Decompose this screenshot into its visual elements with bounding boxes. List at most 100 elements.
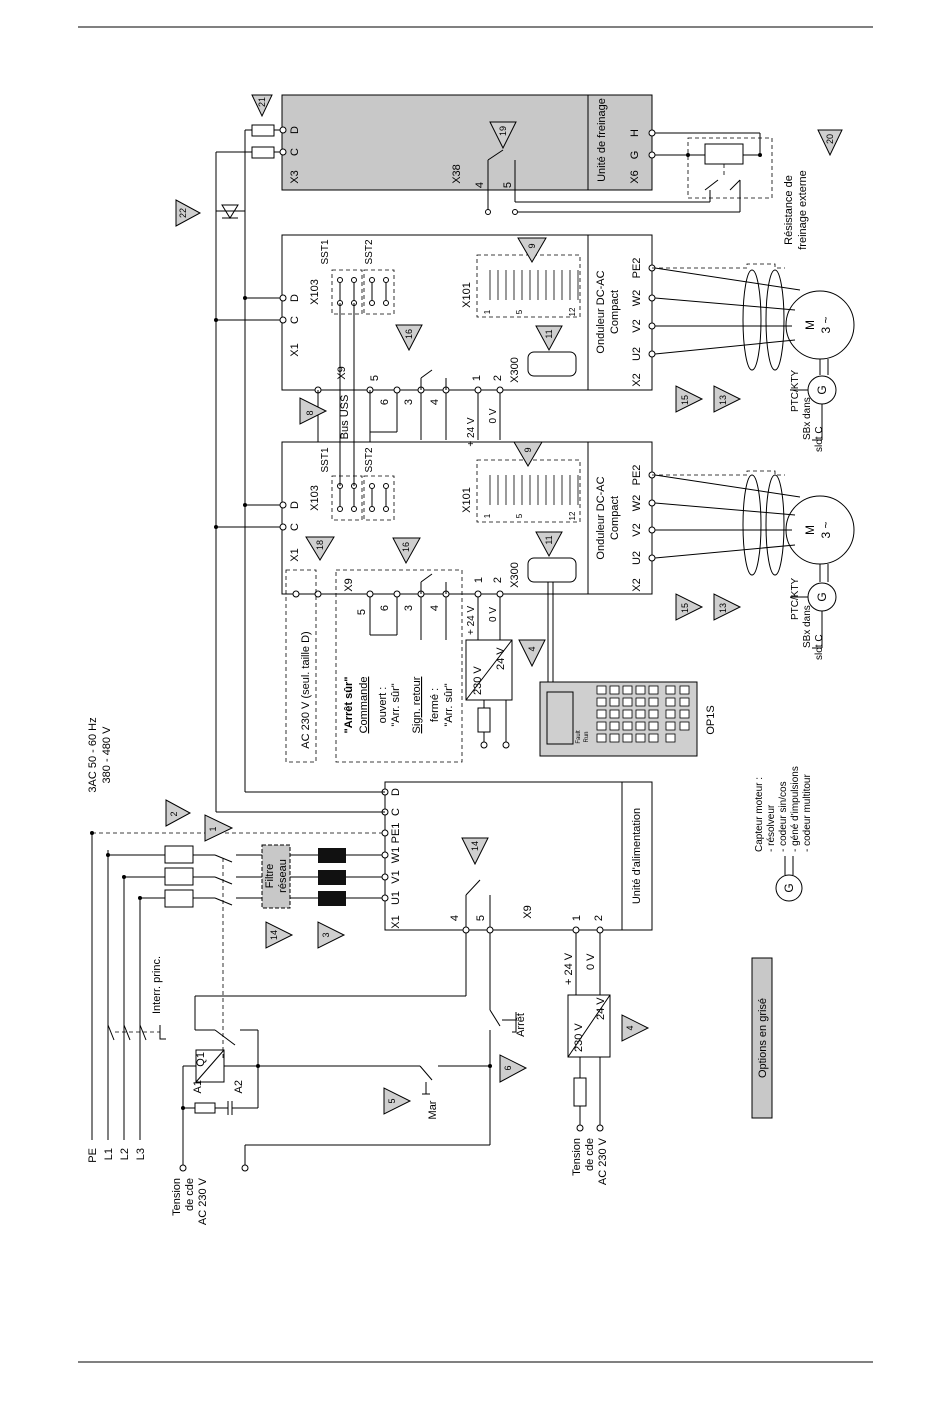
supply-x9-5: 5	[475, 915, 487, 921]
inv2-sub-d	[527, 351, 577, 377]
svg-text:14: 14	[470, 841, 480, 851]
resistor-label-1: Résistance de	[783, 175, 795, 245]
inv2-x101-5: 5	[515, 309, 524, 314]
psu-in: 230 V	[573, 1023, 585, 1052]
supply-pe1: PE1	[390, 823, 402, 844]
svg-text:14: 14	[269, 930, 279, 940]
motor2-g: G	[815, 385, 829, 394]
inv1-x103: X103	[309, 485, 321, 511]
inv1-x9-5: 5	[356, 609, 368, 615]
legend-line-1: Capteur moteur :	[754, 777, 765, 852]
svg-text:18: 18	[315, 540, 325, 550]
inv2-x9-3: 3	[403, 399, 415, 405]
marker-1: 1	[204, 814, 234, 842]
motor2-sbx1: SBx dans	[802, 397, 813, 440]
filtre-reseau	[261, 844, 291, 909]
inverter-2	[281, 234, 653, 391]
svg-text:16: 16	[401, 542, 411, 552]
inv1-x9-terminals	[292, 390, 504, 640]
inv1-x1-c: C	[289, 523, 301, 531]
inv2-x1-d: D	[289, 294, 301, 302]
motor2-3ph: 3 ~	[819, 316, 833, 333]
inv1-x2: X2	[631, 578, 643, 591]
svg-text:19: 19	[498, 126, 508, 136]
motor1-3ph: 3 ~	[819, 521, 833, 538]
marker-4a: 4	[518, 639, 546, 668]
inv2-v2: V2	[631, 319, 643, 332]
svg-text:9: 9	[527, 243, 537, 248]
marker-6: 6	[499, 1054, 528, 1083]
supply-v1: V1	[390, 870, 402, 883]
interr-princ: Interr. princ.	[151, 956, 163, 1014]
arret-sur-frame	[335, 569, 463, 763]
inv2-x9-6: 6	[379, 399, 391, 405]
motor1-sbx2: slot C	[814, 634, 825, 660]
tension1-l1: Tension	[171, 1178, 183, 1216]
inv2-x9-5: 5	[369, 375, 381, 381]
motor1-sbx1: SBx dans	[802, 605, 813, 648]
arret-button	[489, 933, 517, 1145]
motor1-m: M	[803, 525, 817, 535]
inv1-pe2: PE2	[631, 465, 643, 486]
inv2-x101-block	[476, 254, 581, 318]
marker-7: 14	[461, 837, 489, 866]
arret-sur-ferme: fermé :	[429, 688, 441, 722]
brake-title: Unité de freinage	[596, 98, 608, 182]
brake-x3-c: C	[289, 148, 301, 156]
supply-c: C	[390, 808, 402, 816]
supply-d: D	[390, 788, 402, 796]
supply-u1: U1	[390, 891, 402, 905]
filtre-label-1: Filtre	[264, 864, 276, 888]
marker-15a: 15	[675, 385, 704, 413]
marker-9a: 9	[517, 237, 547, 263]
legend-line-3: - codeur sin/cos	[778, 781, 789, 852]
marker-8: 8	[299, 397, 328, 425]
inv1-x103-block	[331, 303, 395, 521]
brake-resistor	[655, 132, 773, 202]
svg-text:4: 4	[625, 1025, 635, 1030]
svg-text:5: 5	[387, 1098, 397, 1103]
psu-out: 24 V	[595, 997, 607, 1020]
motor1-cable	[652, 470, 801, 576]
marker-21: 21	[251, 94, 273, 118]
marker-16a: 16	[395, 324, 423, 352]
op1s-label: OP1S	[705, 705, 717, 734]
supply-unit	[384, 781, 653, 931]
svg-text:22: 22	[178, 208, 188, 218]
inv1-x101-5: 5	[515, 513, 524, 518]
inv2-title-2: Compact	[609, 290, 621, 334]
inv1-psu-in: 230 V	[472, 666, 484, 695]
mar-button	[258, 1064, 492, 1095]
psu-plus24: + 24 V	[563, 952, 575, 985]
brake-relay	[485, 149, 741, 215]
tension1-l3: AC 230 V	[197, 1177, 209, 1225]
inverter-1	[281, 441, 653, 595]
inv2-x9-2: 2	[492, 375, 504, 381]
motor2-ptc: PTC/KTY	[790, 369, 801, 412]
dc-link-bus	[214, 124, 385, 813]
motor2-m: M	[803, 320, 817, 330]
tension1-l2: de cde	[184, 1178, 196, 1211]
inv1-x9-6: 6	[379, 605, 391, 611]
inv2-plus24: + 24 V	[466, 417, 477, 447]
marker-3: 3	[317, 921, 346, 949]
reactors	[290, 848, 385, 906]
voltage-text: 380 - 480 V	[101, 726, 113, 784]
svg-text:15: 15	[680, 603, 690, 613]
marker-14: 14	[265, 921, 294, 949]
legend-line-5: - codeur multitour	[802, 774, 813, 852]
svg-text:11: 11	[544, 329, 554, 338]
ac230-text: AC 230 V (seul. taille D)	[300, 631, 312, 748]
mains-lines	[90, 831, 385, 1140]
supply-text: 3AC 50 - 60 Hz	[87, 717, 99, 792]
a2-label: A2	[233, 1080, 245, 1093]
marker-18: 18	[305, 536, 335, 561]
supply-x9-4: 4	[449, 915, 461, 921]
fuses	[164, 845, 262, 1060]
psu-inv1	[465, 597, 513, 749]
inv1-title-2: Compact	[609, 496, 621, 540]
psu-bottom	[567, 933, 611, 1132]
arret-sur-arr1: "Arr. sûr"	[390, 683, 402, 726]
marker-13b: 13	[713, 593, 742, 621]
inv2-sst1: SST1	[320, 239, 331, 264]
